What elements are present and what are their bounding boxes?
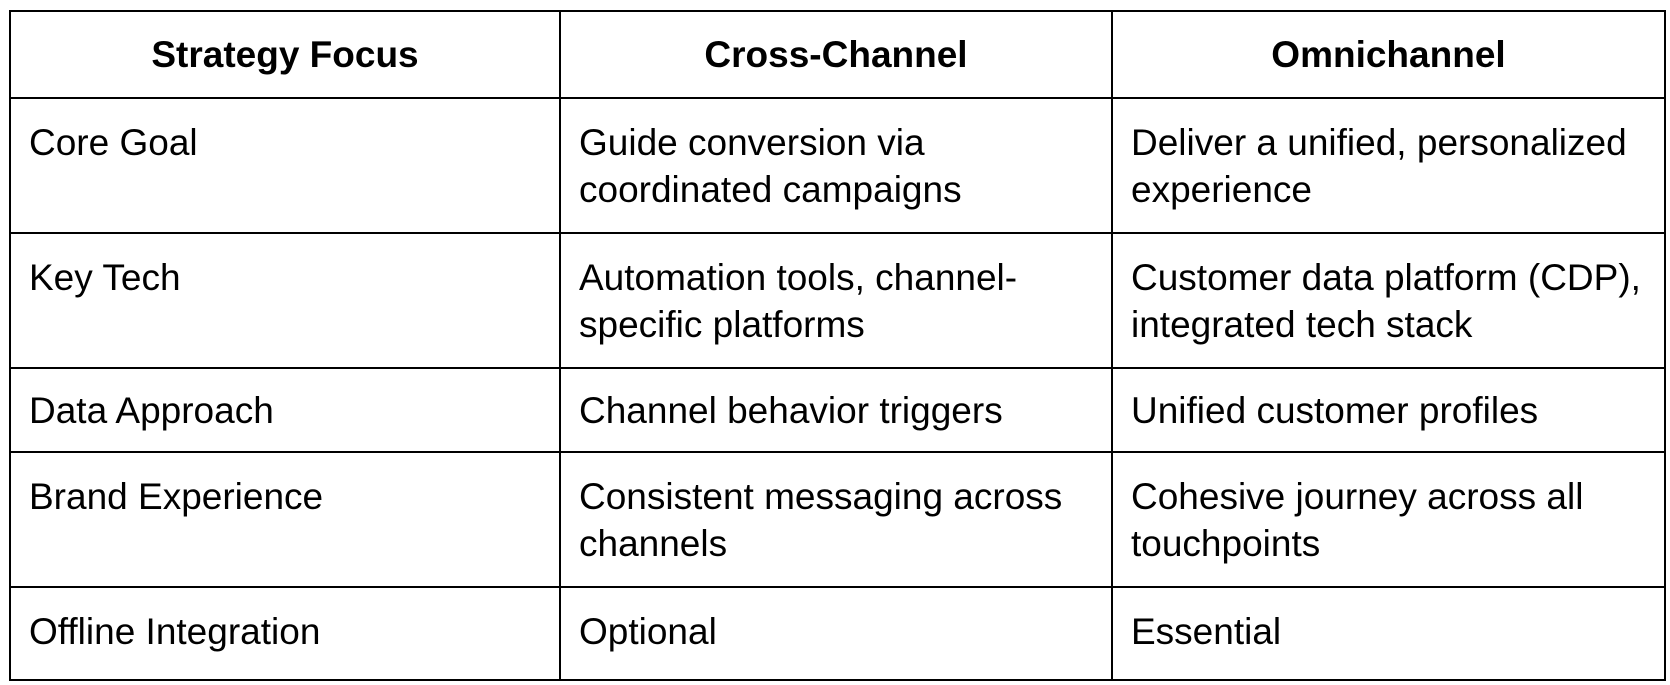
table-row: Data Approach Channel behavior triggers … — [9, 367, 1666, 453]
header-row: Strategy Focus Cross-Channel Omnichannel — [9, 10, 1666, 99]
table-row: Core Goal Guide conversion via coordinat… — [9, 97, 1666, 234]
row-omnichannel-cell: Cohesive journey across all touchpoints — [1111, 451, 1666, 588]
header-strategy-focus: Strategy Focus — [9, 10, 561, 99]
row-focus-cell: Data Approach — [9, 367, 561, 453]
row-cross-channel-cell: Guide conversion via coordinated campaig… — [559, 97, 1113, 234]
comparison-table: Strategy Focus Cross-Channel Omnichannel… — [9, 10, 1666, 681]
row-focus-cell: Key Tech — [9, 232, 561, 369]
row-cross-channel-cell: Optional — [559, 586, 1113, 681]
row-cross-channel-cell: Channel behavior triggers — [559, 367, 1113, 453]
row-focus-cell: Core Goal — [9, 97, 561, 234]
row-omnichannel-cell: Customer data platform (CDP), integrated… — [1111, 232, 1666, 369]
header-omnichannel: Omnichannel — [1111, 10, 1666, 99]
row-omnichannel-cell: Essential — [1111, 586, 1666, 681]
table-row: Offline Integration Optional Essential — [9, 586, 1666, 681]
row-cross-channel-cell: Automation tools, channel-specific platf… — [559, 232, 1113, 369]
row-omnichannel-cell: Unified customer profiles — [1111, 367, 1666, 453]
row-focus-cell: Offline Integration — [9, 586, 561, 681]
row-focus-cell: Brand Experience — [9, 451, 561, 588]
header-cross-channel: Cross-Channel — [559, 10, 1113, 99]
row-cross-channel-cell: Consistent messaging across channels — [559, 451, 1113, 588]
table-row: Key Tech Automation tools, channel-speci… — [9, 232, 1666, 369]
row-omnichannel-cell: Deliver a unified, personalized experien… — [1111, 97, 1666, 234]
table-row: Brand Experience Consistent messaging ac… — [9, 451, 1666, 588]
